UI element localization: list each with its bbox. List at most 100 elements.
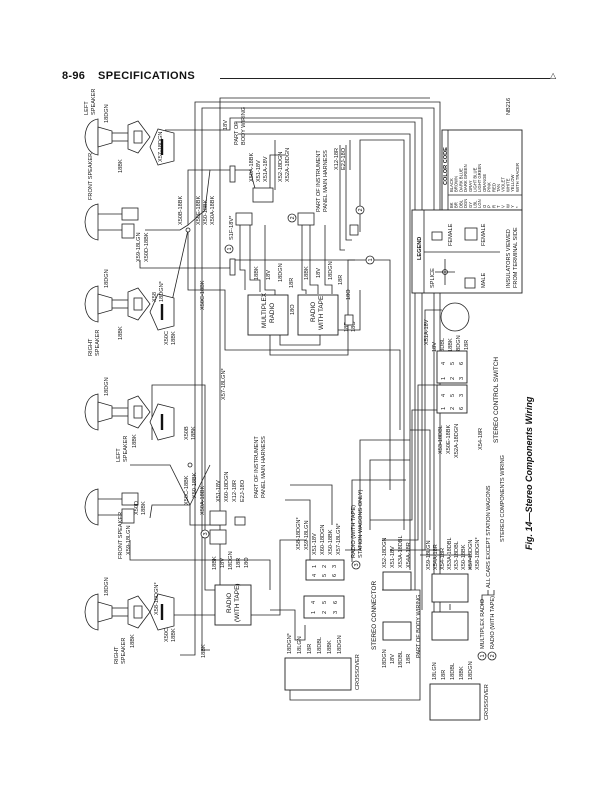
color-name: RED: [491, 183, 496, 192]
harness-connector: [349, 224, 359, 236]
svg-text:STATION WAGONS ONLY): STATION WAGONS ONLY): [358, 489, 364, 558]
wire-label: 18BK: [304, 266, 310, 280]
wire-label: X58-18DGN*: [154, 582, 160, 615]
svg-text:X52-18DGN: X52-18DGN: [382, 538, 388, 568]
annotation: PART OF INSTRUMENT: [316, 150, 322, 212]
wire-label: X52A-18DGN: [285, 148, 291, 182]
svg-text:18DGN: 18DGN: [104, 377, 110, 396]
harness-connector: [234, 516, 246, 526]
wire-label: 18DGN*: [159, 280, 165, 302]
wire-label: X50D: [134, 501, 140, 515]
svg-text:MULTIPLEX RADIO: MULTIPLEX RADIO: [480, 598, 486, 649]
color-name: WHITE: [505, 178, 510, 192]
annotation: PANEL MAIN HARNESS: [261, 436, 267, 498]
color-name: VIOLET: [501, 177, 506, 192]
wire-label: 18R: [344, 322, 350, 332]
pin-number: 5: [322, 574, 328, 577]
callout-3: 3: [200, 529, 210, 539]
male-connector-icon: [464, 277, 476, 289]
color-code: O: [482, 204, 487, 208]
wire-label: X50-18BK: [461, 544, 467, 570]
svg-text:ALL CARS EXCEPT STATION WAGONS: ALL CARS EXCEPT STATION WAGONS: [486, 485, 492, 588]
wire-label: X59-18LGN: [426, 540, 432, 570]
svg-text:2: 2: [290, 216, 296, 219]
wire-label: 18R: [289, 278, 295, 288]
page-number: 8-96: [62, 70, 86, 82]
color-name: ORANGE: [482, 174, 487, 192]
color-name: BROWN: [454, 176, 459, 192]
svg-text:SPEAKER: SPEAKER: [123, 436, 129, 462]
legend-box: LEGEND SPLICE MALE FEMALE FEMALE INSULAT…: [411, 209, 523, 294]
speaker-label: SPEAKER: [95, 330, 101, 356]
svg-text:LEFT: LEFT: [116, 448, 122, 462]
wire-label: 18BK: [118, 326, 124, 340]
speaker-label: FRONT SPEAKER: [88, 153, 94, 200]
callout-2: 2: [287, 213, 297, 223]
svg-text:PART OF BODY WIRING: PART OF BODY WIRING: [416, 595, 422, 658]
color-code: LGN: [477, 199, 482, 208]
svg-text:FEMALE: FEMALE: [448, 223, 454, 246]
color-name: LIGHT BLUE: [473, 167, 478, 192]
pin-number: 1: [312, 565, 318, 568]
svg-text:MULTIPLEX: MULTIPLEX: [261, 292, 268, 328]
wire-label: 18BK: [191, 426, 197, 440]
wire-label: 18V: [316, 268, 322, 278]
wire-label: 18DGN: [104, 269, 110, 288]
svg-text:X53-18DBL: X53-18DBL: [438, 425, 444, 454]
pin-number: 6: [332, 574, 338, 577]
color-name: LIGHT GREEN: [477, 164, 482, 192]
pin-number: 2: [450, 407, 456, 410]
color-code: *: [515, 206, 520, 208]
section-title: SPECIFICATIONS: [98, 70, 196, 82]
wire-label: 18BK: [212, 556, 218, 570]
wire-label: X50C: [164, 628, 170, 642]
color-name: DARK GREEN: [463, 164, 468, 192]
svg-text:RIGHT: RIGHT: [114, 646, 120, 664]
callout-2: 2: [355, 205, 365, 215]
body-connector-a: [431, 573, 469, 603]
svg-text:18V: 18V: [390, 654, 396, 664]
svg-text:X51-18V: X51-18V: [390, 546, 396, 568]
wire-label: 18BK: [118, 159, 124, 173]
upper-wiring-harness: [139, 97, 442, 656]
body-wiring-connector: [252, 187, 274, 203]
pin-number: 3: [459, 377, 465, 380]
svg-text:1: 1: [368, 258, 374, 261]
wire-label: X51-18V: [216, 480, 222, 502]
color-name: DARK BLUE: [458, 168, 463, 192]
switch-knob: [440, 302, 470, 332]
wire-label: E2J-18O: [240, 479, 246, 502]
svg-text:18BK: 18BK: [132, 434, 138, 448]
lower-connector: [209, 510, 227, 526]
multiplex-radio: MULTIPLEX RADIO: [247, 292, 289, 336]
color-code: BK: [449, 202, 454, 208]
svg-text:FEMALE: FEMALE: [481, 223, 487, 246]
wire-label: 18BK: [459, 666, 465, 680]
header-rule: [220, 78, 550, 79]
svg-text:SPEAKER: SPEAKER: [121, 638, 127, 664]
wire-label: S1F-18V*: [229, 215, 235, 240]
annotation: BODY WIRING: [241, 107, 247, 145]
speaker-label: SPEAKER: [91, 89, 97, 115]
pin-number: 5: [450, 362, 456, 365]
wire-label: X59-18LGN: [126, 525, 132, 555]
wire-label: X58-18DGN*: [475, 537, 481, 570]
figure-id: NB216: [506, 98, 512, 115]
wire-label: 18DGN: [228, 551, 234, 570]
wire-label: 18BK: [201, 644, 207, 658]
pin-number: 4: [441, 394, 447, 397]
wire-label: X50-18BK: [328, 529, 334, 555]
triangle-marker-icon: △: [550, 71, 557, 80]
svg-text:FRONT SPEAKER: FRONT SPEAKER: [118, 512, 124, 559]
wire-label: X59-18LGN: [136, 232, 142, 262]
svg-text:X50E-18BK: X50E-18BK: [446, 425, 452, 454]
wire-label: X59-18LGN: [304, 520, 310, 550]
color-code: R: [491, 205, 496, 208]
wire-label: X50C-18BK: [184, 475, 190, 505]
svg-text:(WITH TAPE): (WITH TAPE): [234, 584, 241, 622]
color-code: P: [487, 205, 492, 208]
svg-text:MALE: MALE: [481, 272, 487, 288]
